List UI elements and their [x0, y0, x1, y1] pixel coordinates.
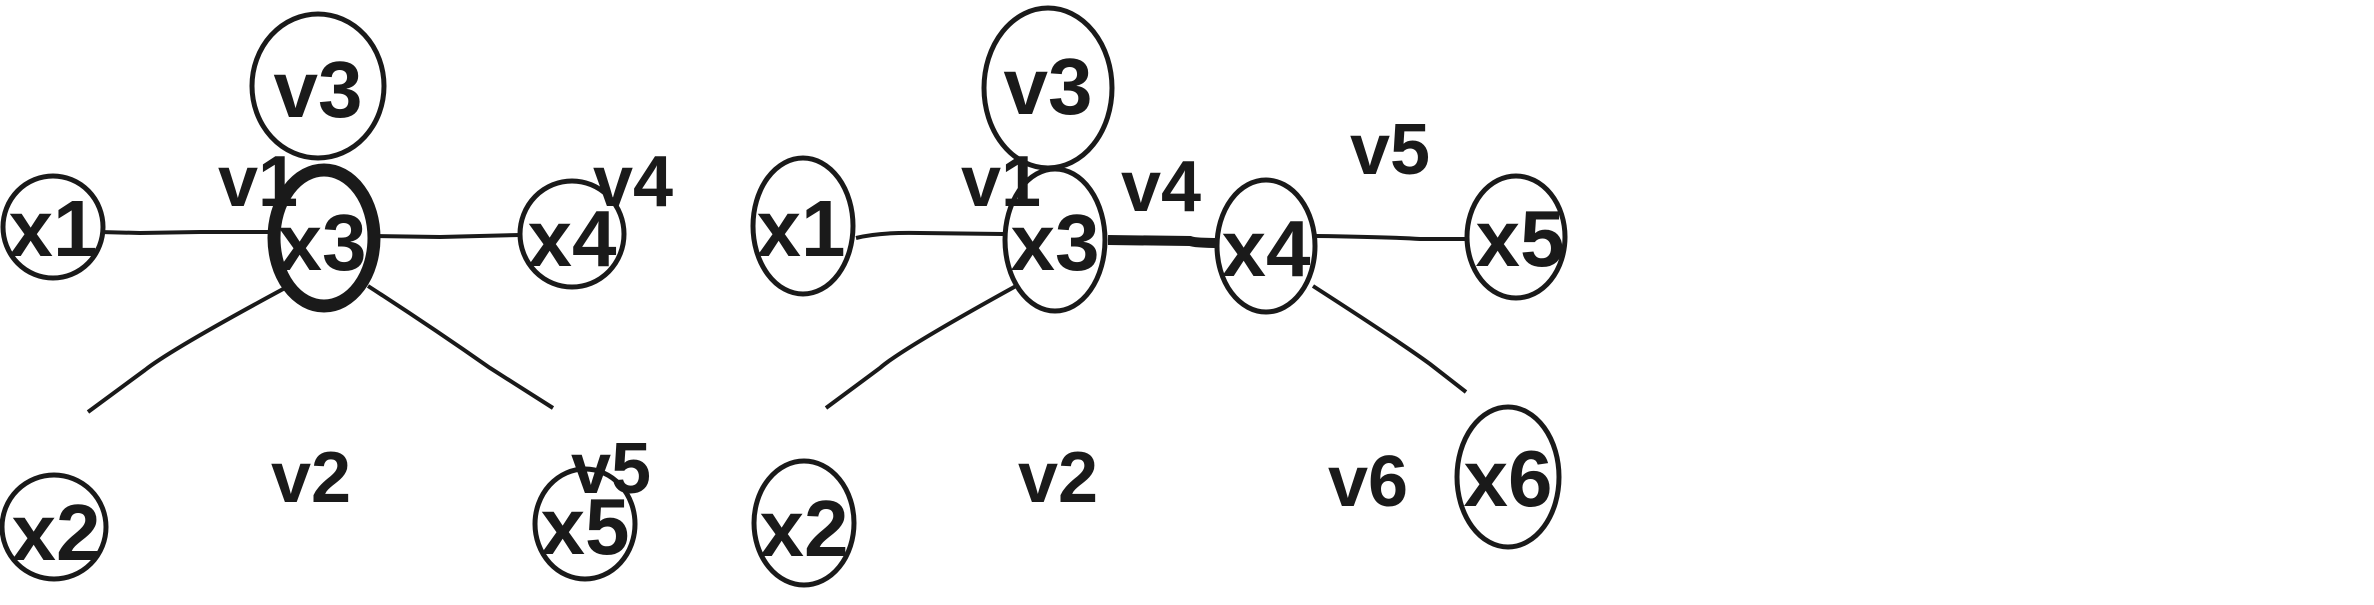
node-label-x1: x1 [9, 184, 98, 273]
edge-label-v1: v1 [218, 142, 298, 222]
edge-label-v5: v5 [571, 429, 651, 509]
node-label-x1: x1 [757, 184, 846, 273]
node-x3 [1002, 166, 1108, 314]
node-x2 [0, 472, 109, 582]
node-label-x5: x5 [541, 482, 630, 571]
node-v3 [249, 11, 387, 161]
node-label-x3: x3 [1011, 198, 1100, 287]
edge-x3-x2 [86, 286, 286, 414]
edge-label-v2: v2 [1018, 438, 1098, 518]
node-x2 [751, 458, 857, 588]
node-x1 [0, 173, 106, 281]
node-label-x6: x6 [1464, 434, 1553, 523]
edge-x3-x4 [1107, 235, 1221, 248]
edge-x1-x3 [855, 230, 1004, 240]
node-label-x5: x5 [1476, 194, 1565, 283]
edge-x3-x4 [374, 233, 521, 240]
edge-x3-x2 [824, 284, 1017, 410]
node-label-x4: x4 [528, 194, 617, 283]
edge-label-v1: v1 [961, 142, 1041, 222]
node-x3 [267, 163, 381, 313]
edge-x4-x5 [1315, 234, 1466, 241]
node-label-v3: v3 [1004, 42, 1093, 131]
node-label-x3: x3 [278, 198, 367, 287]
node-x1 [750, 155, 856, 297]
edge-x1-x3 [99, 230, 272, 236]
node-x4 [1214, 177, 1318, 315]
node-label-v3: v3 [274, 45, 363, 134]
graph-right: v3 x1 x3 x4 x5 x2 x6 v1 v4 v5 v2 v6 [750, 5, 1568, 588]
node-label-x2: x2 [760, 484, 849, 573]
edge-label-v4: v4 [593, 142, 673, 222]
edge-label-v6: v6 [1328, 442, 1408, 522]
graph-left: v3 x1 x4 x3 x2 x5 v1 v4 v2 v5 [0, 11, 673, 582]
node-x4 [517, 178, 627, 290]
edge-x3-x5 [366, 284, 555, 410]
node-x5 [1464, 173, 1568, 301]
edge-label-v5: v5 [1350, 110, 1430, 190]
edge-x4-x6 [1311, 284, 1468, 394]
edge-label-v2: v2 [271, 438, 351, 518]
node-x6 [1454, 404, 1562, 550]
node-label-x2: x2 [12, 488, 101, 577]
node-x5 [532, 466, 638, 582]
node-label-x4: x4 [1222, 204, 1311, 293]
edge-label-v4: v4 [1121, 147, 1201, 227]
